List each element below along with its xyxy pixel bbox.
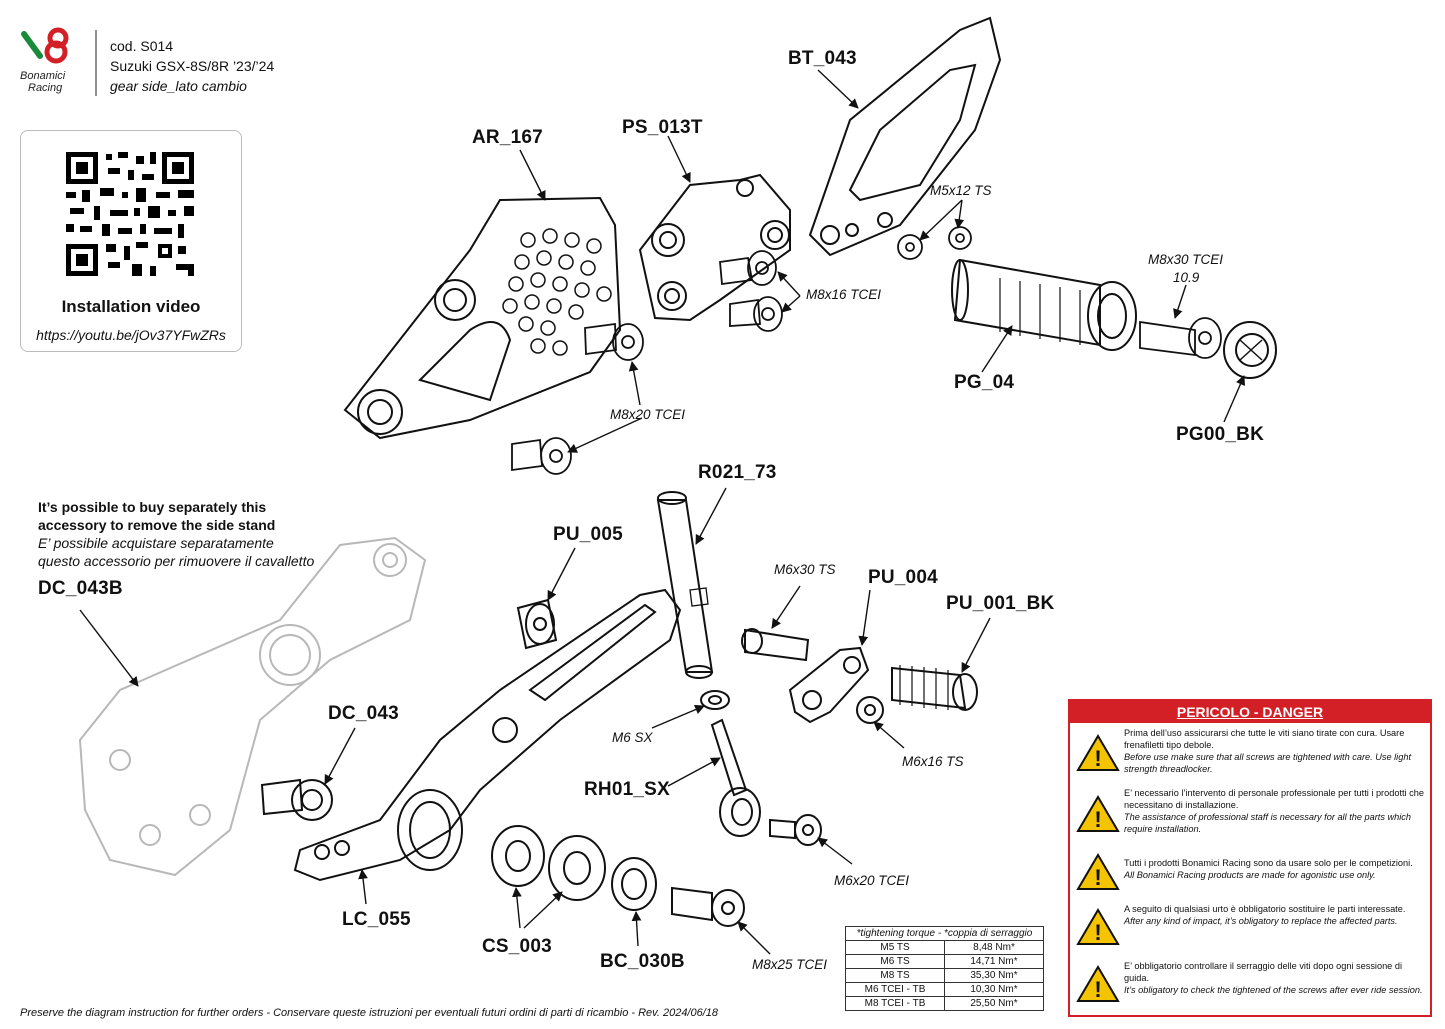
rod-r02173-drawing [656, 491, 714, 679]
label-m8x30: M8x30 TCEI [1148, 252, 1224, 267]
product-side: gear side_lato cambio [110, 78, 247, 94]
label-r021-73: R021_73 [698, 462, 777, 483]
plate-bt043-drawing [808, 16, 1002, 257]
note-it-line1: E’ possibile acquistare separatamente [38, 535, 274, 551]
warning-it: A seguito di qualsiasi urto è obbligator… [1124, 904, 1406, 914]
danger-title: PERICOLO - DANGER [1070, 701, 1430, 723]
warning-it: E’ obbligatorio controllare il serraggio… [1124, 961, 1402, 983]
installation-video-box[interactable]: Installation video https://youtu.be/jOv3… [20, 130, 242, 352]
warning-it: E’ necessario l’intervento di personale … [1124, 788, 1424, 810]
label-pu-004: PU_004 [868, 567, 938, 588]
top-screws-drawing [511, 226, 1222, 475]
warning-en: All Bonamici Racing products are made fo… [1124, 870, 1376, 880]
label-ps-013t: PS_013T [622, 117, 703, 138]
label-m8x30-grade: 10.9 [1173, 270, 1200, 285]
torque-table-header: *tightening torque - *coppia di serraggi… [845, 926, 1044, 941]
note-en-line1: It’s possible to buy separately this [38, 499, 267, 515]
label-m6x20: M6x20 TCEI [834, 873, 910, 888]
video-url[interactable]: https://youtu.be/jOv37YFwZRs [36, 327, 226, 343]
bonamici-logo [21, 27, 97, 96]
svg-text:!: ! [1094, 977, 1101, 1002]
leader-lines [79, 69, 1245, 955]
plate-ps013t-drawing [638, 173, 791, 322]
warning-item: Tutti i prodotti Bonamici Racing sono da… [1076, 857, 1426, 913]
product-code: cod. S014 [110, 38, 174, 54]
label-dc-043: DC_043 [328, 703, 399, 724]
header-block: cod. S014 Suzuki GSX-8S/8R ’23/’24 gear … [110, 36, 274, 96]
label-m8x16: M8x16 TCEI [806, 287, 882, 302]
label-m6x30: M6x30 TS [774, 562, 836, 577]
label-pg00-bk: PG00_BK [1176, 424, 1264, 445]
label-m5x12: M5x12 TS [930, 183, 992, 198]
label-bt-043: BT_043 [788, 48, 857, 69]
footpeg-pg04-drawing [951, 258, 1137, 351]
warning-en: After any kind of impact, it’s obligator… [1124, 916, 1398, 926]
label-cs-003: CS_003 [482, 936, 552, 957]
footer-note: Preserve the diagram instruction for fur… [20, 1007, 719, 1019]
torque-value: 14,71 Nm* [944, 954, 1044, 969]
svg-text:!: ! [1094, 920, 1101, 945]
torque-table: *tightening torque - *coppia di serraggi… [845, 926, 1044, 1011]
warning-item: A seguito di qualsiasi urto è obbligator… [1076, 903, 1426, 959]
warning-en: It’s obligatory to check the tightened o… [1124, 985, 1423, 995]
lever-lc055-drawing [293, 588, 682, 882]
small-parts-drawing [516, 598, 730, 710]
label-m8x25: M8x25 TCEI [752, 957, 828, 972]
note-en-line2: accessory to remove the side stand [38, 517, 276, 533]
bottom-parts-drawing [260, 778, 822, 927]
brand-line2: Racing [28, 82, 63, 94]
note-it-line2: questo accessorio per rimuovere il caval… [38, 553, 315, 569]
svg-text:!: ! [1094, 807, 1101, 832]
torque-name: M8 TS [845, 968, 945, 983]
plate-ar167-drawing [343, 196, 622, 440]
svg-text:!: ! [1094, 746, 1101, 771]
label-m8x20: M8x20 TCEI [610, 407, 686, 422]
brand-line1: Bonamici [20, 70, 66, 82]
torque-value: 10,30 Nm* [944, 982, 1044, 997]
product-model: Suzuki GSX-8S/8R ’23/’24 [110, 58, 275, 74]
label-pu-005: PU_005 [553, 524, 623, 545]
warning-en: Before use make sure that all screws are… [1124, 752, 1411, 774]
label-bc-030b: BC_030B [600, 951, 685, 972]
cap-pg00bk-drawing [1223, 321, 1277, 379]
torque-name: M8 TCEI - TB [845, 996, 945, 1011]
torque-name: M5 TS [845, 940, 945, 955]
warning-item: E’ obbligatorio controllare il serraggio… [1076, 960, 1426, 1016]
qr-code [66, 152, 194, 276]
label-ar-167: AR_167 [472, 127, 543, 148]
warning-en: The assistance of professional staff is … [1124, 812, 1411, 834]
label-m6x16: M6x16 TS [902, 754, 964, 769]
torque-name: M6 TCEI - TB [845, 982, 945, 997]
warning-it: Prima dell’uso assicurarsi che tutte le … [1124, 728, 1405, 750]
label-rh01-sx: RH01_SX [584, 779, 670, 800]
label-pu-001-bk: PU_001_BK [946, 593, 1055, 614]
rod-end-rh01sx-drawing [710, 718, 761, 837]
warning-triangles: ! ! ! ! ! [1076, 734, 1120, 1002]
torque-name: M6 TS [845, 954, 945, 969]
pu-parts-drawing [741, 628, 978, 724]
label-m6sx: M6 SX [612, 730, 653, 745]
torque-value: 25,50 Nm* [944, 996, 1044, 1011]
label-pg-04: PG_04 [954, 372, 1015, 393]
brand-text: Bonamici Racing [20, 70, 65, 94]
plate-dc043b-drawing [78, 536, 427, 877]
warning-it: Tutti i prodotti Bonamici Racing sono da… [1124, 858, 1413, 868]
warning-item: E’ necessario l’intervento di personale … [1076, 787, 1426, 843]
torque-value: 8,48 Nm* [944, 940, 1044, 955]
video-title: Installation video [61, 297, 201, 316]
svg-text:!: ! [1094, 865, 1101, 890]
danger-box: PERICOLO - DANGER Prima dell’uso assicur… [1068, 699, 1432, 1017]
torque-value: 35,30 Nm* [944, 968, 1044, 983]
warning-item: Prima dell’uso assicurarsi che tutte le … [1076, 727, 1426, 783]
side-stand-note: It’s possible to buy separately this acc… [38, 498, 314, 570]
label-dc-043b: DC_043B [38, 578, 123, 599]
label-lc-055: LC_055 [342, 909, 411, 930]
